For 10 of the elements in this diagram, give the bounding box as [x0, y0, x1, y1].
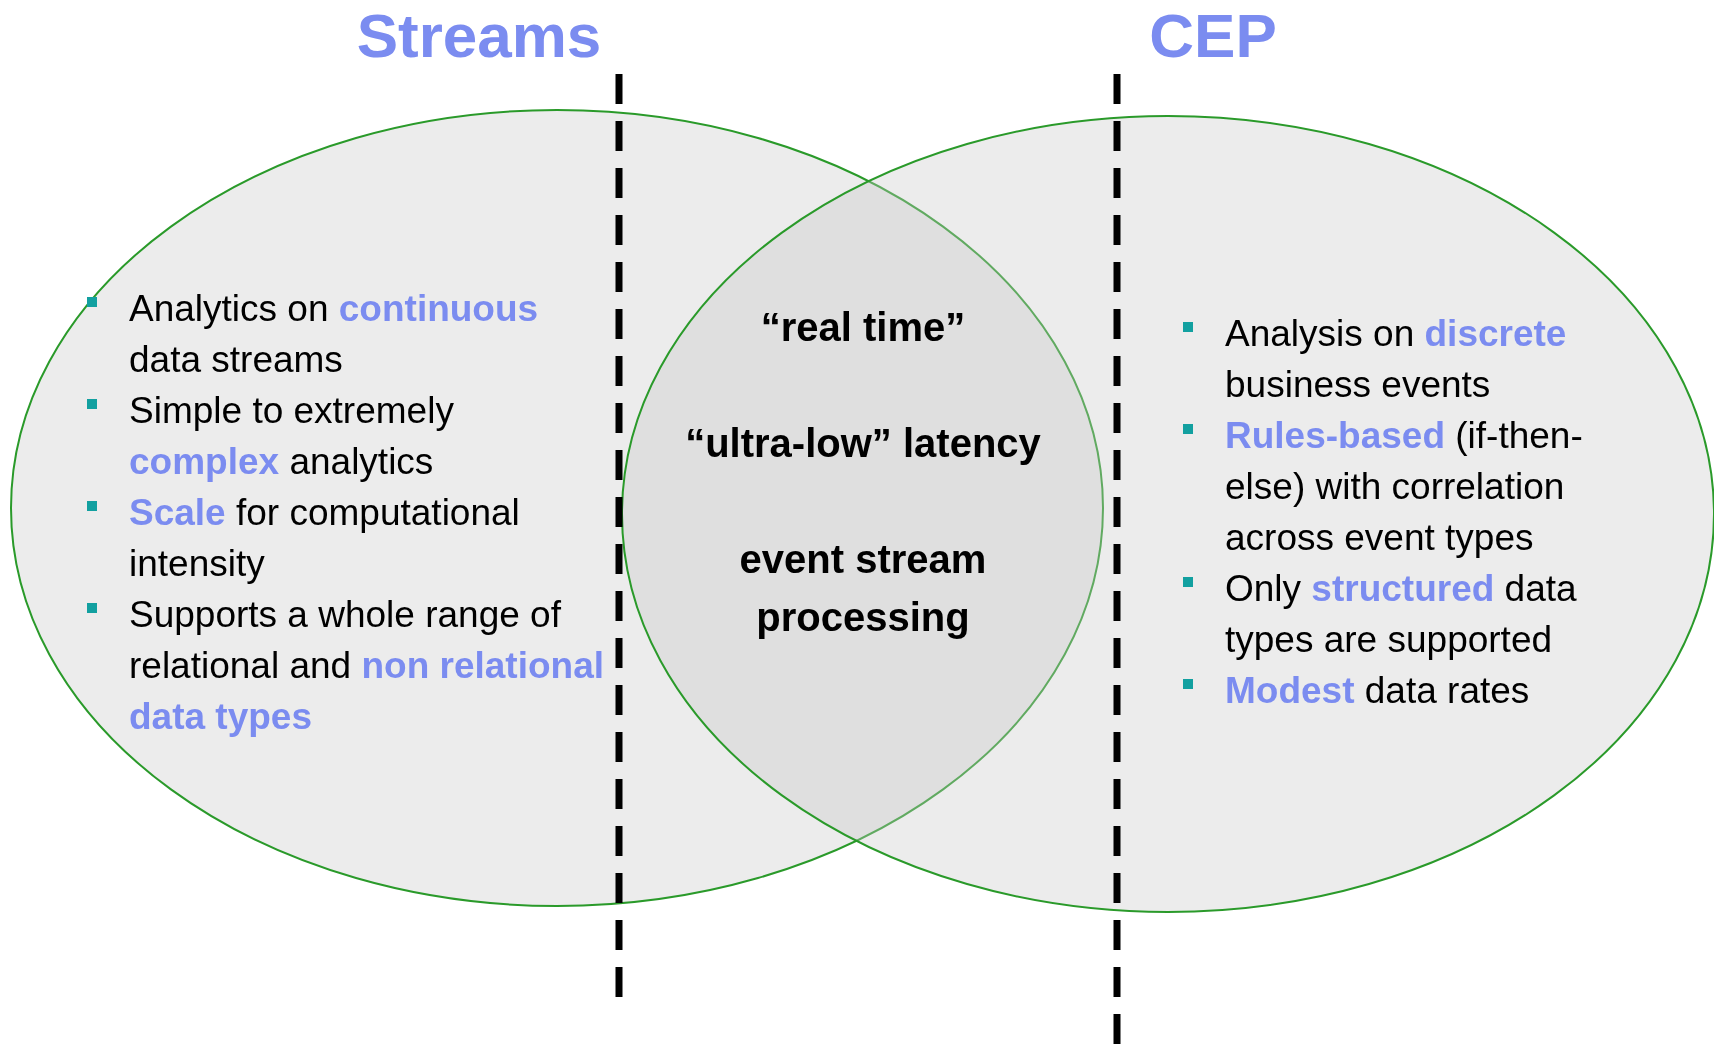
bullet-text: Modest data rates: [1225, 670, 1530, 711]
bullet-text: Supports a whole range of relational and non relational data types: [129, 594, 605, 737]
set-title: CEP: [1149, 0, 1277, 71]
overlap-text: “ultra-low” latency: [685, 420, 1041, 467]
bullet-text: Scale for computational intensity: [129, 492, 520, 584]
overlap-text: event stream processing: [738, 536, 988, 641]
bullet-text: Analysis on discrete business events: [1225, 313, 1567, 405]
overlap-text: “real time”: [760, 304, 966, 351]
bullet-text: Analytics on continuous data streams: [129, 288, 539, 380]
set-title: Streams: [356, 0, 602, 71]
